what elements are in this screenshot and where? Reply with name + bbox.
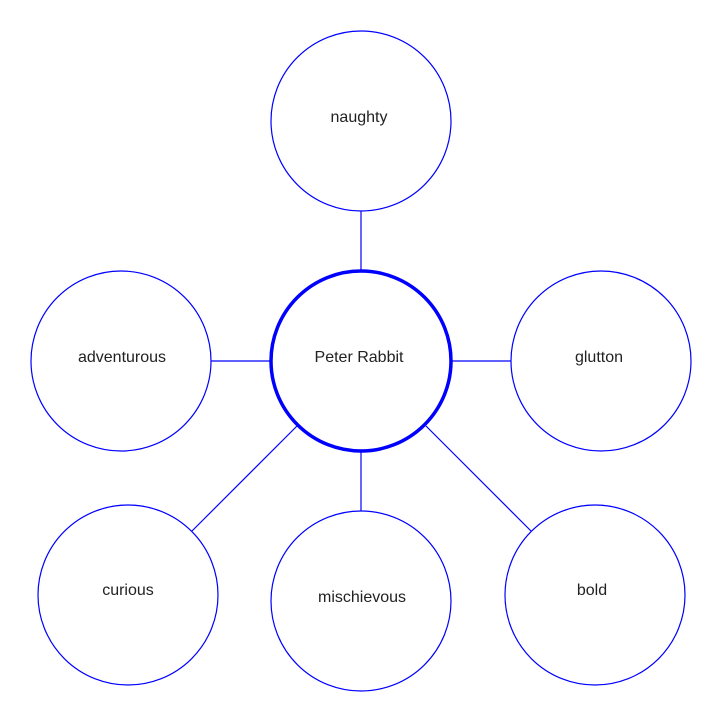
node-glutton[interactable]: glutton	[510, 270, 692, 452]
edge-bold	[425, 425, 532, 532]
node-label: mischievous	[318, 589, 406, 606]
node-naughty[interactable]: naughty	[270, 30, 452, 212]
node-adventurous[interactable]: adventurous	[30, 270, 212, 452]
node-label: bold	[577, 582, 607, 599]
node-label: glutton	[575, 349, 623, 366]
node-label: adventurous	[78, 349, 166, 366]
node-label: naughty	[331, 109, 388, 126]
node-curious[interactable]: curious	[37, 504, 219, 686]
node-bold[interactable]: bold	[504, 504, 686, 686]
node-mischievous[interactable]: mischievous	[270, 510, 452, 692]
node-center[interactable]: Peter Rabbit	[269, 269, 453, 453]
node-label: Peter Rabbit	[315, 349, 404, 366]
edge-curious	[191, 425, 298, 532]
node-label: curious	[102, 582, 154, 599]
